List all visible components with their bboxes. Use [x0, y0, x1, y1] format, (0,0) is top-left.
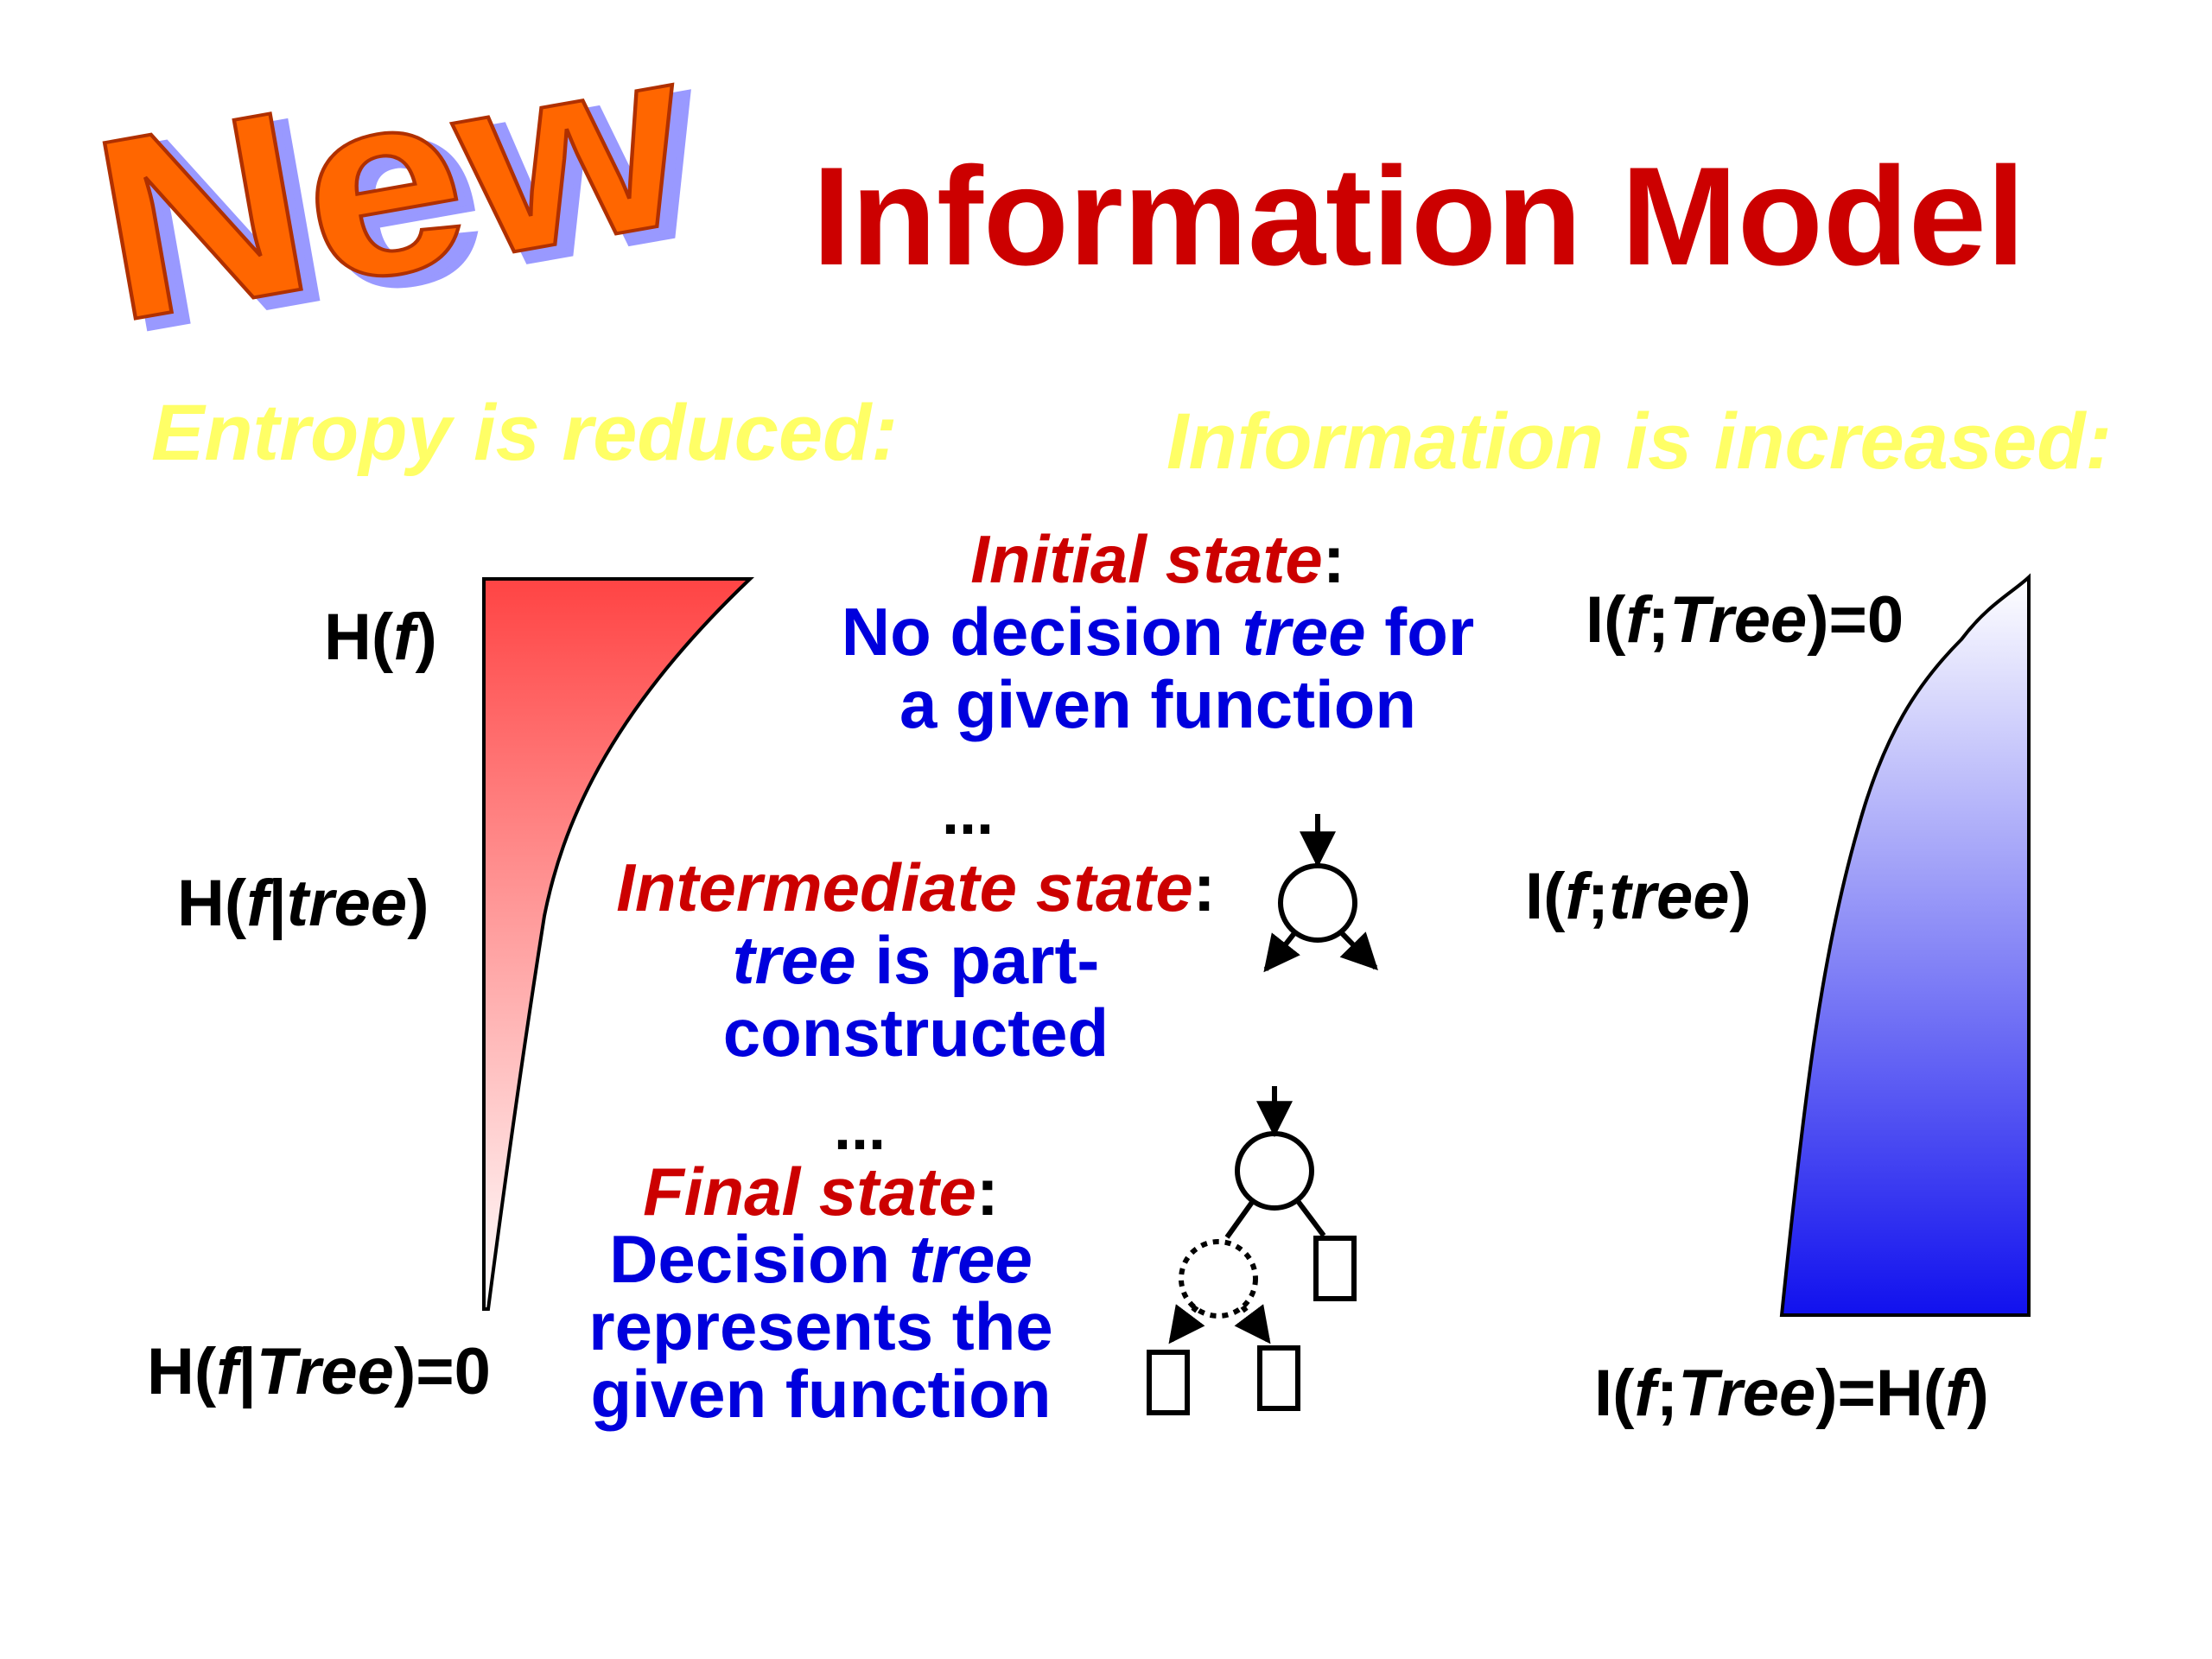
initial-state-block: Initial state: No decision tree for a gi… — [778, 523, 1538, 741]
intermediate-state-block: Intermediate state: tree is part- constr… — [562, 851, 1270, 1070]
page-title: Information Model — [812, 138, 2025, 295]
final-state-line1: Decision tree — [609, 1221, 1033, 1297]
label-entropy-intermediate: H(f|tree) — [177, 867, 429, 940]
label-info-final: I(f;Tree)=H(f) — [1594, 1357, 1989, 1430]
new-badge: New New — [74, 0, 724, 389]
new-badge-text: New — [76, 0, 706, 376]
entropy-wedge — [482, 577, 754, 1311]
intermediate-state-heading: Intermediate state: — [616, 849, 1216, 925]
initial-state-line2: a given function — [899, 666, 1417, 743]
intermediate-state-line1: tree is part- — [732, 922, 1100, 999]
ellipsis-1: ... — [942, 779, 995, 848]
information-wedge — [1779, 573, 2031, 1317]
left-heading: Entropy is reduced: — [151, 389, 898, 477]
initial-state-heading: Initial state: — [970, 521, 1345, 597]
intermediate-state-line2: constructed — [722, 995, 1109, 1071]
initial-state-line1: No decision tree for — [841, 594, 1475, 671]
full-tree-icon — [1147, 1086, 1357, 1415]
ellipsis-2: ... — [834, 1094, 887, 1163]
label-info-intermediate: I(f;tree) — [1525, 860, 1751, 933]
final-state-line3: given function — [590, 1356, 1052, 1432]
label-info-initial: I(f;Tree)=0 — [1586, 583, 1904, 657]
right-heading: Information is increased: — [1166, 397, 2113, 486]
final-state-line2: represents the — [588, 1288, 1053, 1364]
final-state-heading: Final state: — [643, 1154, 999, 1230]
label-entropy-final: H(f|Tree)=0 — [147, 1335, 491, 1408]
final-state-block: Final state: Decision tree represents th… — [536, 1158, 1106, 1427]
label-entropy-initial: H(f) — [324, 601, 437, 674]
partial-tree-icon — [1263, 814, 1378, 973]
